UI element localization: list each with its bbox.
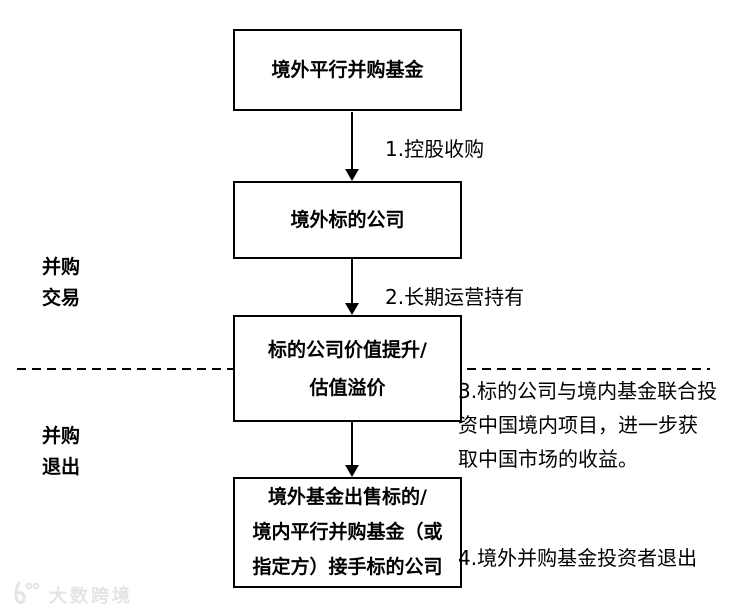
step-label-1-controlling-acquisition: 1.控股收购	[385, 137, 485, 161]
arrow-shaft	[351, 112, 353, 170]
kuajing-logo-icon	[12, 580, 44, 610]
arrow-shaft	[351, 422, 353, 466]
flowchart-box-value-increase: 标的公司价值提升/ 估值溢价	[233, 315, 462, 422]
arrow-head	[345, 465, 359, 477]
arrow-shaft	[351, 259, 353, 304]
flowchart-box-overseas-parallel-fund: 境外平行并购基金	[233, 29, 462, 111]
down-arrow-2-icon	[344, 259, 360, 315]
flowchart-box-overseas-target-company: 境外标的公司	[233, 181, 462, 259]
step-label-2-long-term-operation: 2.长期运营持有	[385, 285, 525, 309]
arrow-head	[345, 169, 359, 181]
flowchart-box-fund-exit-handover: 境外基金出售标的/ 境内平行并购基金（或 指定方）接手标的公司	[233, 477, 462, 588]
stage-label-ma-transaction: 并购 交易	[42, 256, 81, 309]
watermark-text: 大数跨境	[49, 586, 133, 607]
down-arrow-3-icon	[344, 422, 360, 477]
stage-label-ma-exit: 并购 退出	[42, 425, 81, 478]
arrow-head	[345, 303, 359, 315]
watermark: 大数跨境	[12, 580, 133, 610]
step-note-4-investor-exit: 4.境外并购基金投资者退出	[458, 546, 698, 570]
step-note-3-joint-investment: 3.标的公司与境内基金联合投 资中国境内项目，进一步获 取中国市场的收益。	[458, 379, 718, 471]
down-arrow-1-icon	[344, 112, 360, 181]
